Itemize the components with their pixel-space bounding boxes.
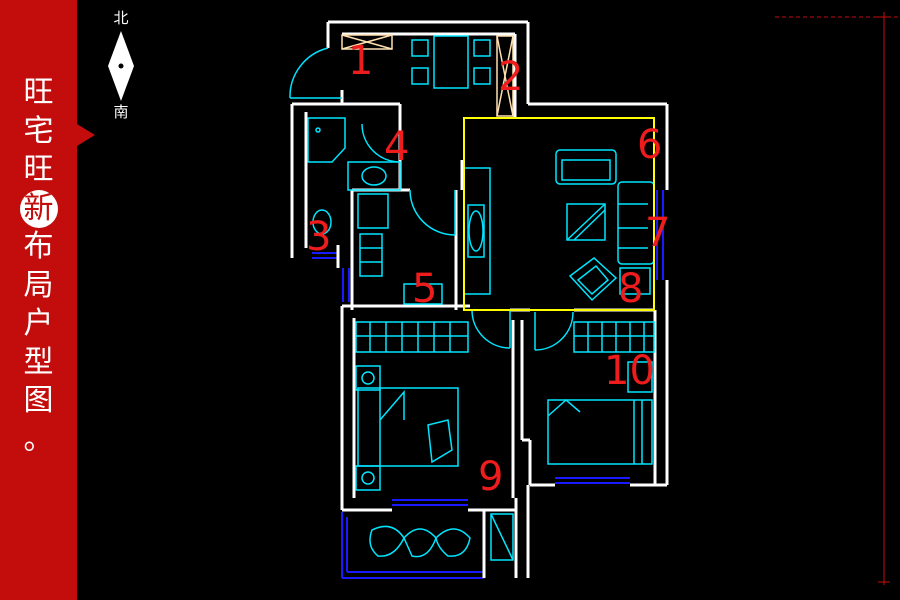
room-label-9: 9: [478, 454, 503, 500]
corner-marks: [775, 12, 900, 585]
room-label-6: 6: [637, 122, 662, 168]
room-label-8: 8: [618, 266, 643, 312]
windows: [312, 190, 664, 579]
banner-pointer-icon: [77, 124, 95, 146]
room-label-4: 4: [384, 124, 409, 170]
room-label-2: 2: [498, 54, 523, 100]
room-label-10: 10: [604, 348, 655, 394]
banner-char: 旺: [23, 75, 54, 110]
compass-needle-icon: [108, 31, 134, 101]
banner-title: 旺 宅 旺 新 布 局 户 型 图 。: [0, 74, 77, 459]
banner-char: 局: [23, 267, 54, 303]
door-swings: [289, 47, 574, 351]
banner-char: 图: [23, 383, 54, 418]
compass-south-label: 南: [113, 103, 129, 121]
banner-char: 型: [23, 344, 54, 380]
banner-char: 户: [23, 306, 54, 341]
banner-char: 宅: [23, 113, 54, 149]
compass-north-label: 北: [113, 9, 129, 27]
room-label-3: 3: [306, 214, 331, 260]
room-label-7: 7: [645, 210, 670, 256]
living-room-outline: [463, 117, 655, 311]
room-label-1: 1: [348, 38, 373, 84]
banner-char-highlight: 新: [19, 189, 58, 228]
room-label-5: 5: [412, 266, 437, 312]
furniture: [307, 34, 655, 561]
room-numbers: 1 2 3 4 5 6 7 8 9 10: [306, 38, 670, 500]
title-banner: 旺 宅 旺 新 布 局 户 型 图 。: [0, 0, 77, 600]
banner-char: 旺: [23, 152, 54, 187]
banner-char: 布: [23, 229, 54, 264]
banner-char: 。: [23, 421, 54, 457]
